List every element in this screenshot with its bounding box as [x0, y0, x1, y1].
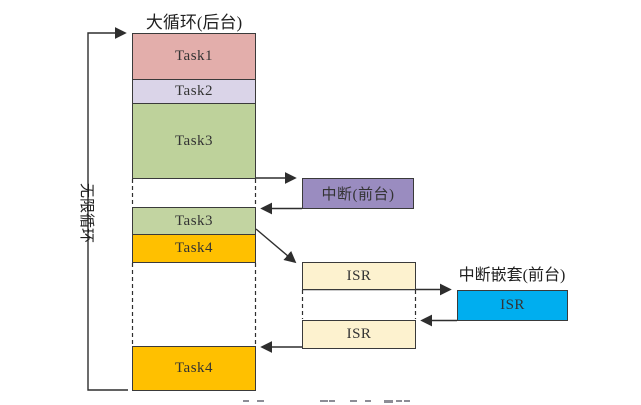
- isr-box-first: ISR: [302, 262, 416, 290]
- task-box-task3-first: Task3: [132, 103, 256, 179]
- background-loop-title: 大循环(后台): [145, 13, 243, 32]
- task-label: Task3: [174, 132, 214, 149]
- infinite-loop-label: 无限循环: [78, 182, 94, 243]
- task-box-task1: Task1: [132, 33, 256, 80]
- nested-interrupt-title: 中断嵌套(前台): [458, 267, 566, 284]
- caption-remnant-marks: [240, 400, 475, 403]
- task-label: Task4: [174, 360, 214, 376]
- isr-label: ISR: [500, 297, 525, 313]
- task-label: Task2: [174, 83, 214, 99]
- task-box-task4-resume: Task4: [132, 346, 256, 391]
- arrow-task4-to-isr: [255, 228, 297, 264]
- isr-label: ISR: [346, 267, 372, 284]
- isr-box-resume: ISR: [302, 320, 416, 349]
- task-label: Task3: [174, 212, 214, 229]
- task-box-task2: Task2: [132, 79, 256, 104]
- isr-label: ISR: [346, 326, 372, 342]
- task-label: Task1: [174, 48, 214, 64]
- task-label: Task4: [174, 240, 214, 256]
- isr-box-nested: ISR: [457, 290, 568, 321]
- interrupt-foreground-box: 中断(前台): [302, 178, 414, 209]
- task-box-task4-first: Task4: [132, 234, 256, 263]
- interrupt-label: 中断(前台): [321, 187, 395, 203]
- task-box-task3-resume: Task3: [132, 207, 256, 235]
